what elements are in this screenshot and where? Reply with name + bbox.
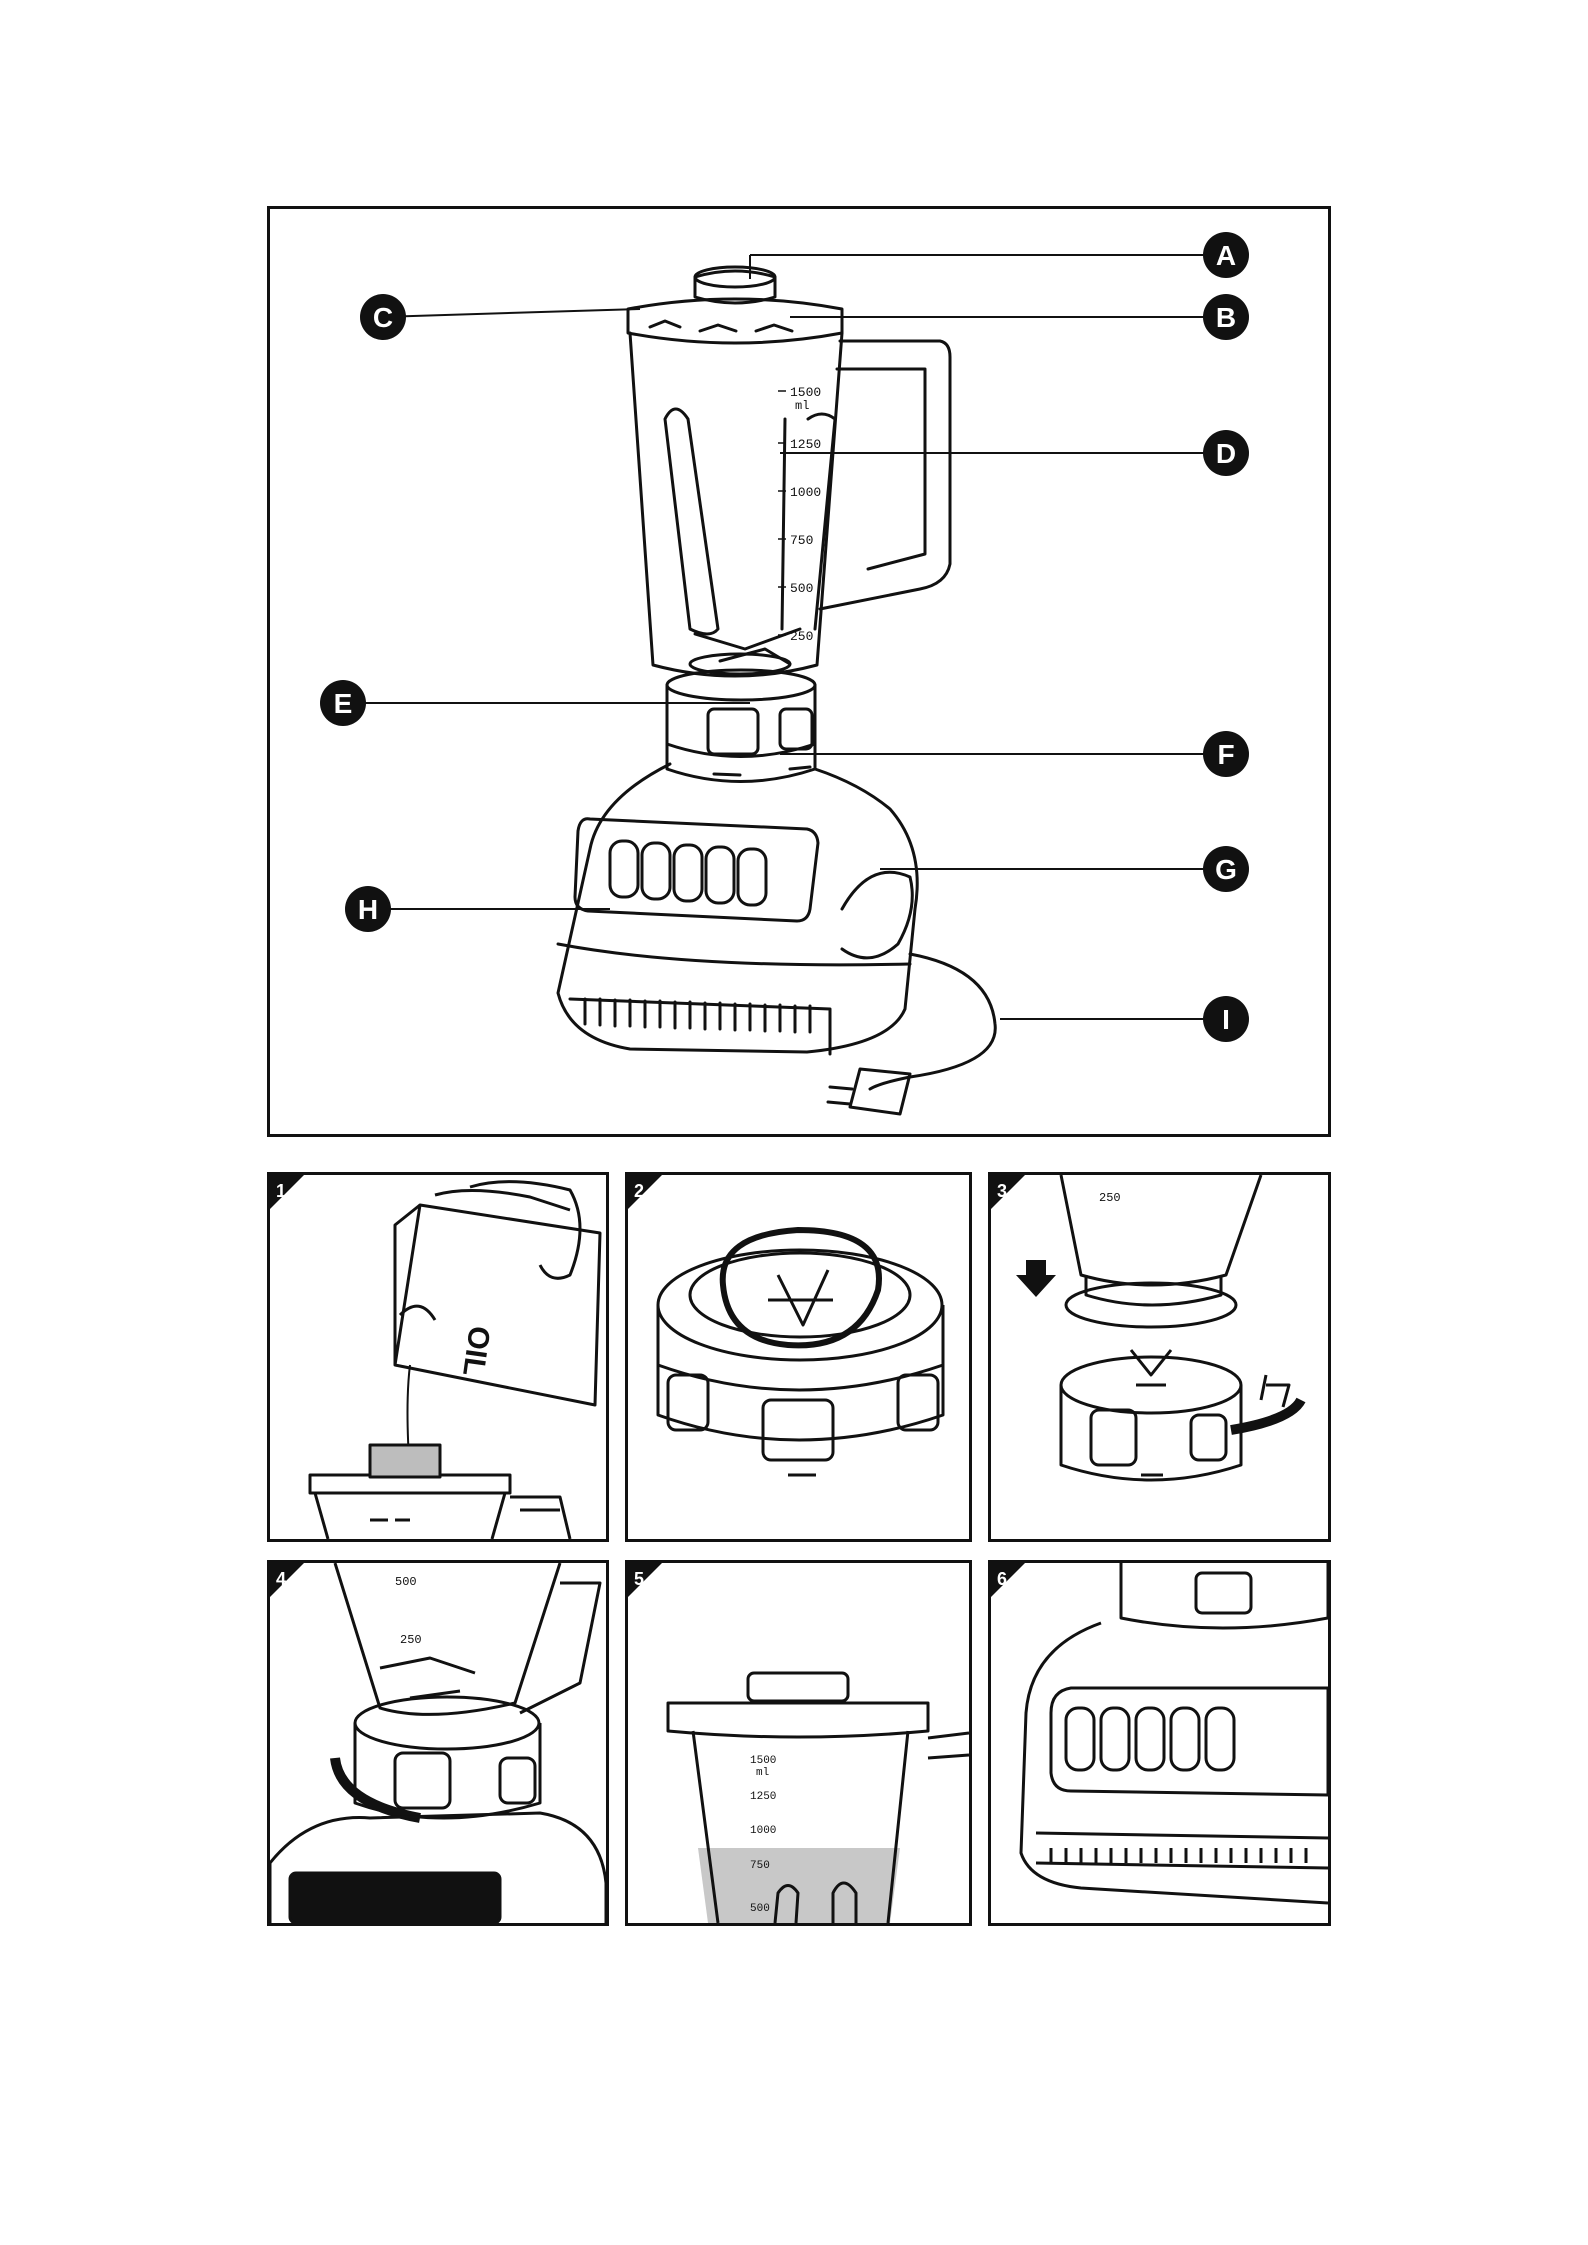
svg-text:1500: 1500 (750, 1755, 776, 1767)
power-cord (870, 954, 995, 1089)
label-a: A (1203, 232, 1249, 278)
step-panel-6: 6 (988, 1560, 1331, 1926)
svg-text:250: 250 (790, 629, 813, 644)
svg-text:A: A (1216, 240, 1236, 271)
svg-text:500: 500 (790, 581, 813, 596)
svg-text:C: C (373, 302, 393, 333)
svg-text:5: 5 (634, 1569, 644, 1589)
blade (768, 1270, 833, 1325)
svg-text:OIL: OIL (456, 1324, 496, 1378)
step-panel-5: 5 1500 ml 1250 1000 750 500 (625, 1560, 972, 1926)
step-panel-2: 2 (625, 1172, 972, 1542)
svg-text:1: 1 (276, 1181, 286, 1201)
label-e: E (320, 680, 366, 726)
svg-text:D: D (1216, 438, 1236, 469)
svg-text:2: 2 (634, 1181, 644, 1201)
svg-text:1500: 1500 (790, 385, 821, 400)
main-figure-frame: 1500 ml 1250 1000 750 500 250 A B (267, 206, 1331, 1137)
step-panel-4: 4 500 250 (267, 1560, 609, 1926)
down-arrow (1016, 1260, 1056, 1297)
step-panel-1: 1 OIL (267, 1172, 609, 1542)
label-g: G (1203, 846, 1249, 892)
plug (850, 1069, 910, 1114)
svg-text:3: 3 (997, 1181, 1007, 1201)
svg-text:I: I (1222, 1004, 1230, 1035)
svg-text:750: 750 (790, 533, 813, 548)
svg-text:4: 4 (276, 1569, 286, 1589)
lid (628, 299, 842, 343)
inverted-jar (1061, 1175, 1261, 1285)
svg-text:500: 500 (395, 1575, 417, 1589)
svg-text:H: H (358, 894, 378, 925)
base (558, 764, 917, 1052)
svg-text:1000: 1000 (750, 1825, 776, 1837)
svg-text:250: 250 (1099, 1191, 1121, 1205)
svg-text:250: 250 (400, 1633, 422, 1647)
svg-text:6: 6 (997, 1569, 1007, 1589)
svg-text:ml: ml (795, 399, 809, 413)
svg-text:B: B (1216, 302, 1236, 333)
svg-text:ml: ml (756, 1767, 769, 1779)
lid-cap (748, 1673, 848, 1701)
svg-text:G: G (1215, 854, 1237, 885)
gasket-ring (723, 1230, 879, 1345)
collar (1061, 1385, 1241, 1480)
label-c: C (360, 294, 406, 340)
label-f: F (1203, 731, 1249, 777)
svg-text:1250: 1250 (790, 437, 821, 452)
label-d: D (1203, 430, 1249, 476)
svg-text:1250: 1250 (750, 1791, 776, 1803)
label-i: I (1203, 996, 1249, 1042)
step-panel-3: 3 250 (988, 1172, 1331, 1542)
label-h: H (345, 886, 391, 932)
oil-bottle (395, 1205, 600, 1405)
svg-text:1000: 1000 (790, 485, 821, 500)
svg-text:750: 750 (750, 1860, 770, 1872)
blade-collar (658, 1305, 943, 1440)
svg-text:E: E (334, 688, 353, 719)
liquid (698, 1848, 900, 1923)
lid (668, 1703, 928, 1737)
label-b: B (1203, 294, 1249, 340)
svg-text:500: 500 (750, 1903, 770, 1915)
svg-text:F: F (1217, 739, 1234, 770)
blender-diagram: 1500 ml 1250 1000 750 500 250 A B (270, 209, 1328, 1134)
